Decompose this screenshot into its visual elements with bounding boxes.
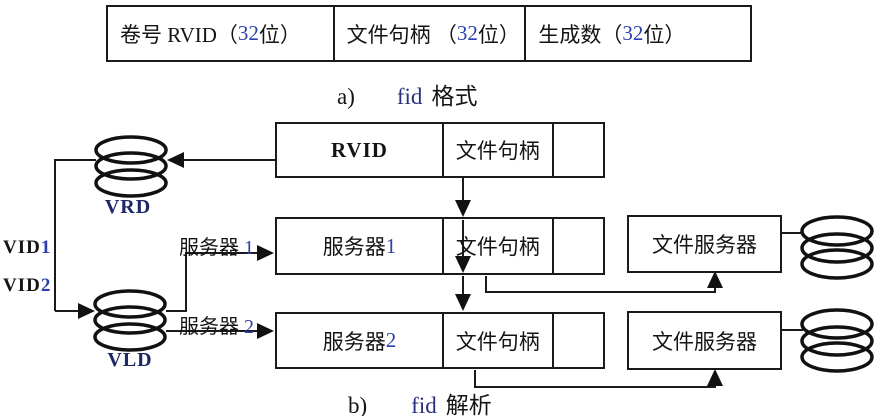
fid-format-cell-rvid: 卷号 RVID（32 位） <box>108 7 333 60</box>
cell-bits: 32 <box>237 21 259 45</box>
arrow-vld-to-server1 <box>166 245 274 312</box>
vid-number: 1 <box>40 237 52 258</box>
fileserver1-disk-icon <box>800 215 874 280</box>
server2-cell: 服务器 2 <box>277 314 442 367</box>
caption-letter: a) <box>337 84 355 109</box>
arrow-vld-to-server2 <box>166 323 274 339</box>
fid-format-cell-handle: 文件句柄 （32 位） <box>332 7 525 60</box>
vrd-disk-icon <box>94 135 168 198</box>
server1-box: 服务器 1 文件句柄 <box>275 217 605 275</box>
rvid-cell: RVID <box>331 137 388 162</box>
empty-cell <box>551 314 603 367</box>
arrow-vid-rail-to-vld <box>54 159 96 319</box>
cell-text: 位） <box>258 22 301 47</box>
edge-text: 服务器 <box>179 316 244 338</box>
cell-text: 位） <box>477 22 520 47</box>
caption-a-fid-format: a) fid 格式 <box>337 77 477 111</box>
vid-text: VID <box>3 275 41 296</box>
caption-fid: fid <box>411 393 437 416</box>
caption-text: 解析 <box>445 393 492 416</box>
arrow-server1-to-fileserver1 <box>485 271 723 293</box>
fileserver2-disk-icon <box>800 308 874 373</box>
arrow-through-server1 <box>455 220 471 273</box>
edge-text: 服务器 <box>179 237 244 259</box>
edge-label-server1: 服务器 1 <box>179 231 254 260</box>
cell-text: 文件句柄 （ <box>346 22 457 47</box>
vid-number: 2 <box>40 275 52 296</box>
server1-cell: 服务器 1 <box>277 219 442 273</box>
cell-text: 位） <box>643 22 686 47</box>
fid-format-cell-gen: 生成数（32 位） <box>524 7 750 60</box>
vld-label: VLD <box>107 349 153 371</box>
empty-cell <box>551 124 603 176</box>
file-handle-cell: 文件句柄 <box>441 314 552 367</box>
vld-disk-icon <box>93 289 167 352</box>
edge-number: 2 <box>244 316 254 338</box>
cell-text: 卷号 RVID（ <box>120 22 238 47</box>
file-server1-box: 文件服务器 <box>627 215 782 273</box>
vid-text: VID <box>3 237 41 258</box>
edge-number: 1 <box>244 237 254 259</box>
fid-format-table: 卷号 RVID（32 位） 文件句柄 （32 位） 生成数（32 位） <box>106 5 752 62</box>
caption-text: 格式 <box>431 84 478 109</box>
server-name: 服务器 <box>322 235 386 259</box>
server2-box: 服务器 2 文件句柄 <box>275 312 605 369</box>
vid2-label: VID2 <box>3 275 51 297</box>
arrow-rvid-to-vrd <box>167 152 275 168</box>
arrow-server1-to-server2 <box>455 276 471 311</box>
vrd-label: VRD <box>104 196 152 218</box>
vid1-label: VID1 <box>3 237 51 259</box>
caption-b-fid-resolution: b) fid 解析 <box>348 386 492 416</box>
arrow-rvid-to-server1 <box>455 178 471 217</box>
cell-text: 生成数（ <box>538 22 623 47</box>
rvid-box: RVID 文件句柄 <box>275 122 605 178</box>
cell-bits: 32 <box>622 21 644 45</box>
file-handle-cell: 文件句柄 <box>441 219 552 273</box>
cell-bits: 32 <box>456 21 478 45</box>
server-number: 2 <box>385 328 397 352</box>
file-handle-cell: 文件句柄 <box>441 124 552 176</box>
file-server2-box: 文件服务器 <box>627 311 782 370</box>
arrow-server2-to-fileserver2 <box>474 369 723 388</box>
caption-letter: b) <box>348 393 368 416</box>
server-number: 1 <box>385 233 397 258</box>
server-name: 服务器 <box>322 329 386 354</box>
edge-label-server2: 服务器 2 <box>179 310 254 339</box>
empty-cell <box>551 219 603 273</box>
caption-fid: fid <box>396 84 423 109</box>
